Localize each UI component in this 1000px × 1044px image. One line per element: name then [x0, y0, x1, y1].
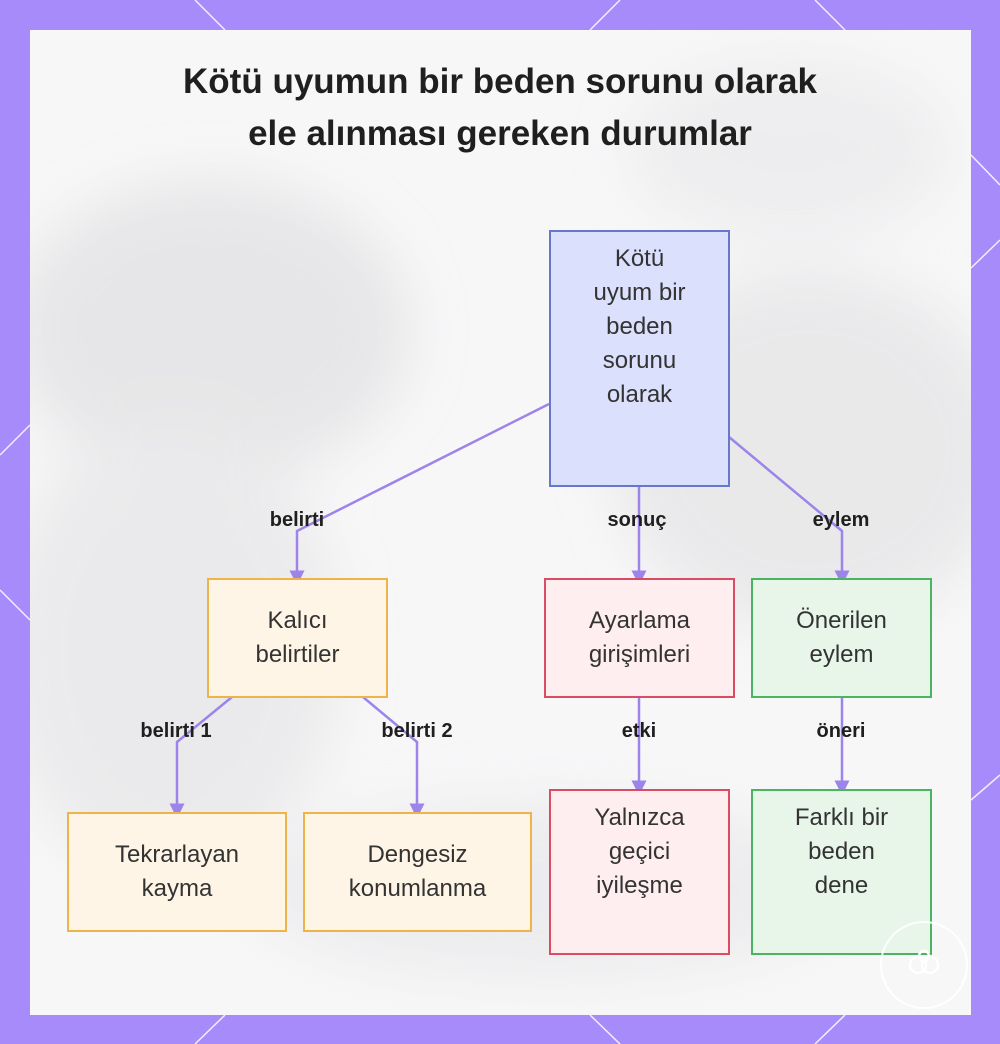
node-temporary-line: geçici [608, 838, 671, 865]
node-root-line: sorunu [602, 347, 677, 374]
node-slip-line: Tekrarlayan [114, 841, 240, 868]
node-persistent-symptoms: Kalıcı belirtiler [207, 578, 388, 698]
edge-persistent-to-unstable [362, 696, 425, 819]
node-adjustment-line: Ayarlama [589, 607, 690, 634]
title-line-2: ele alınması gereken durumlar [248, 114, 752, 153]
node-root: Kötü uyum bir beden sorunu olarak [549, 230, 730, 487]
node-root-line: beden [606, 313, 673, 340]
edge-label-action: eylem [812, 509, 870, 531]
logo-ring-icon [880, 921, 968, 1009]
node-unstable-positioning: Dengesiz konumlanma [303, 812, 532, 932]
edge-label-result: sonuç [607, 509, 667, 531]
node-root-line: uyum bir [593, 279, 686, 306]
logo-glyph-icon [908, 949, 940, 975]
edge-root-to-action [728, 436, 850, 586]
node-persistent-line: belirtiler [255, 641, 340, 668]
edge-label-symptom-1: belirti 1 [140, 720, 212, 742]
edge-label-symptom-2: belirti 2 [381, 720, 453, 742]
node-different-size-line: dene [814, 872, 869, 899]
diagram-title: Kötü uyumun bir beden sorunu olarak ele … [0, 56, 1000, 160]
node-recurring-slip: Tekrarlayan kayma [67, 812, 287, 932]
edge-label-effect: etki [621, 720, 657, 742]
node-persistent-line: Kalıcı [267, 607, 328, 634]
node-adjustment-attempts: Ayarlama girişimleri [544, 578, 735, 698]
edge-label-suggestion: öneri [816, 720, 866, 742]
node-temporary-line: iyileşme [596, 872, 683, 899]
node-temporary-improvement: Yalnızca geçici iyileşme [549, 789, 730, 955]
node-different-size-line: beden [808, 838, 875, 865]
node-unstable-line: Dengesiz [367, 841, 468, 868]
node-adjustment-line: girişimleri [588, 641, 691, 668]
node-action-line: eylem [809, 641, 874, 668]
node-temporary-line: Yalnızca [594, 804, 685, 831]
title-line-1: Kötü uyumun bir beden sorunu olarak [183, 62, 817, 101]
edge-persistent-to-slip [169, 696, 233, 819]
node-root-line: Kötü [614, 245, 665, 272]
node-slip-line: kayma [141, 875, 213, 902]
edge-root-to-persistent [289, 402, 550, 586]
node-root-line: olarak [606, 381, 673, 408]
node-recommended-action: Önerilen eylem [751, 578, 932, 698]
node-different-size-line: Farklı bir [794, 804, 889, 831]
background-texture [30, 60, 971, 980]
edge-label-symptom: belirti [269, 509, 325, 531]
node-action-line: Önerilen [796, 607, 887, 634]
node-unstable-line: konumlanma [348, 875, 487, 902]
